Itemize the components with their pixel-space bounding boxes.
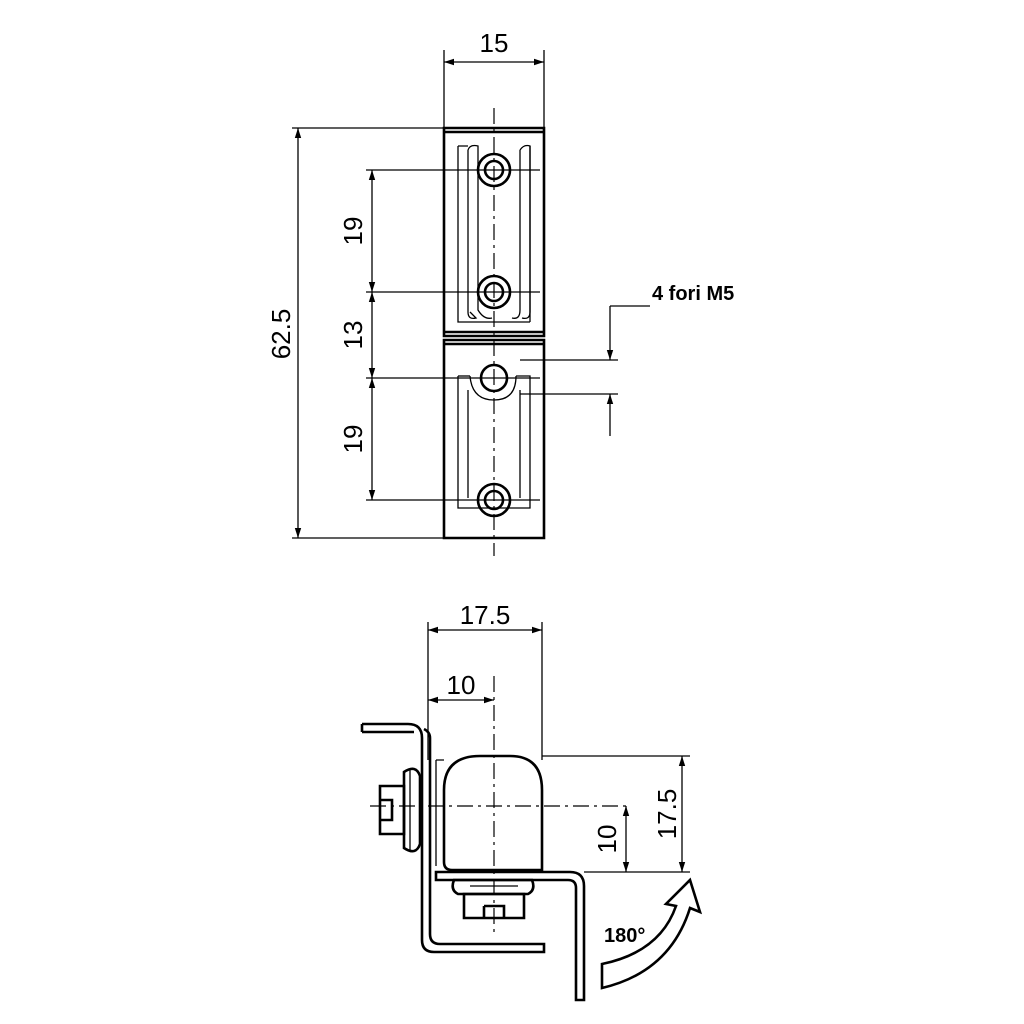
side-view: 17.5 10 17.5 10 180° [360,600,703,1002]
side-height-dimension: 17.5 [542,755,690,873]
top-width-dimension: 15 [443,28,545,128]
hole-note-label: 4 fori M5 [652,283,734,305]
upper-spacing-label: 19 [338,217,368,246]
top-width-label: 15 [480,28,509,58]
rotation-label: 180° [604,925,645,947]
hole-callout: 4 fori M5 [520,283,734,436]
side-height-label: 17.5 [652,789,682,840]
left-screw [378,767,422,853]
overall-length-label: 62.5 [266,309,296,360]
hinge-knuckle [442,754,544,872]
side-width-label: 17.5 [460,600,511,630]
lower-spacing-label: 19 [338,425,368,454]
bottom-screw [451,878,535,920]
axis-offset-dimension: 10 [428,670,494,704]
hole-spacing-dimensions: 19 13 19 [338,169,540,501]
top-view: 15 62.5 19 13 19 [266,28,734,556]
overall-length-dimension: 62.5 [266,127,444,539]
left-bracket [362,722,546,954]
upper-hinge-leaf [442,126,546,338]
middle-spacing-label: 13 [338,321,368,350]
right-bracket [434,870,586,1002]
axis-height-dimension: 10 [592,806,630,872]
axis-offset-label: 10 [447,670,476,700]
rotation-arrow: 180° [600,877,703,990]
axis-height-label: 10 [592,825,622,854]
side-width-dimension: 17.5 [427,600,543,760]
